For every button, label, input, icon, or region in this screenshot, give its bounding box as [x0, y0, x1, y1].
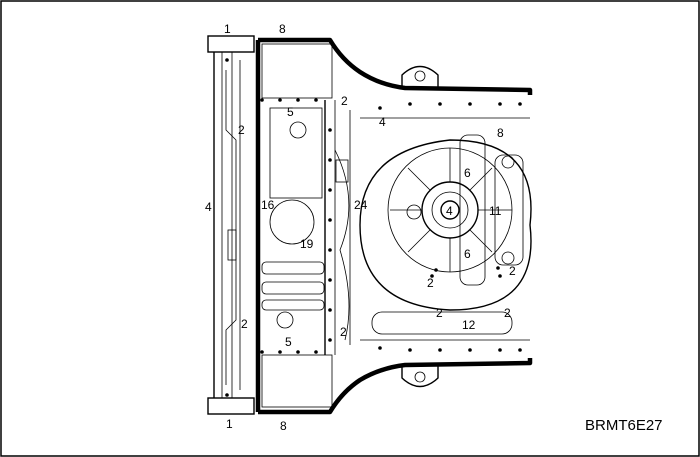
- callout-2-right: 2: [509, 264, 516, 278]
- mounting-brackets: [401, 65, 439, 388]
- callout-6-lower: 6: [464, 247, 471, 261]
- spare-wheel-tub: [359, 134, 532, 311]
- callout-2-lower-left: 2: [241, 317, 248, 331]
- figure-code: BRMT6E27: [585, 417, 663, 434]
- callout-24: 24: [354, 198, 368, 212]
- callout-8-bottom: 8: [280, 419, 287, 433]
- callout-2-tub: 2: [427, 276, 434, 290]
- callout-4-center: 4: [379, 115, 386, 129]
- callout-4-hub: 4: [446, 204, 453, 218]
- callout-8-right: 8: [497, 126, 504, 140]
- callout-11: 11: [489, 204, 502, 218]
- callout-1-top: 1: [224, 22, 231, 36]
- callout-2-bottom-right: 2: [504, 306, 511, 320]
- rear-cross-member: [207, 35, 255, 415]
- callout-2-upper-left: 2: [238, 123, 245, 137]
- callout-12: 12: [462, 318, 476, 332]
- center-panel-pressings: [261, 100, 530, 355]
- callout-16: 16: [261, 198, 275, 212]
- floor-panel-outline: [255, 37, 533, 415]
- callout-2-bottom-center: 2: [436, 306, 443, 320]
- weld-points: [225, 58, 522, 397]
- callout-6-upper: 6: [464, 166, 471, 180]
- callout-labels: 1 8 2 2 5 4 8 4 16 24 6 4 11 19 6 2 2 2 …: [205, 22, 516, 433]
- callout-5-lower: 5: [285, 335, 292, 349]
- callout-2-lower-mid: 2: [340, 325, 347, 339]
- callout-2-upper-mid: 2: [341, 94, 348, 108]
- callout-4-left: 4: [205, 200, 212, 214]
- callout-8-top: 8: [279, 22, 286, 36]
- callout-1-bottom: 1: [226, 417, 233, 431]
- callout-5-upper: 5: [287, 105, 294, 119]
- callout-19: 19: [300, 237, 314, 251]
